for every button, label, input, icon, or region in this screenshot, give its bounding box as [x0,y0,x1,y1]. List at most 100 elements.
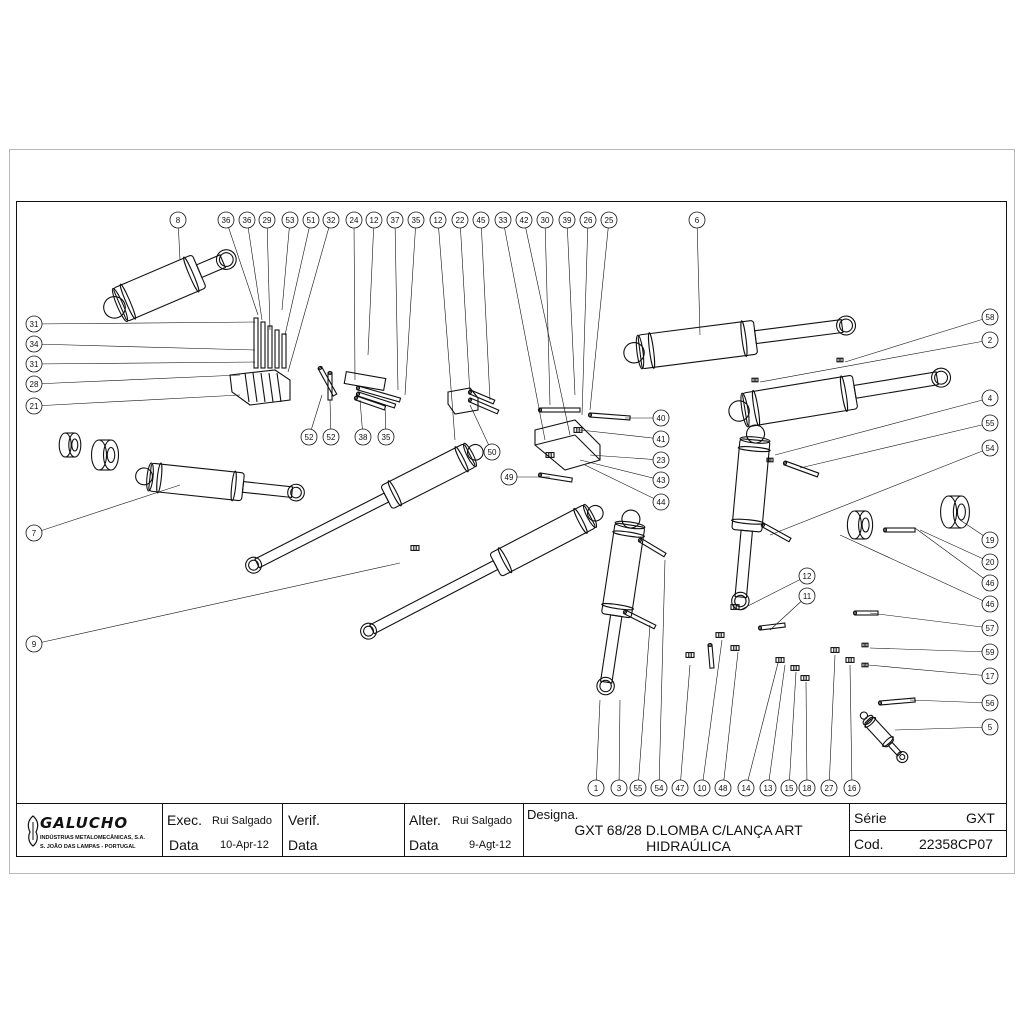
callout-12-t11: 12 [434,216,443,225]
fitting-59 [861,642,869,648]
cylinder-2 [728,367,952,428]
leader-14-b7 [745,662,779,789]
callout-43-m3: 43 [657,476,666,485]
leader-56-r12 [909,699,991,704]
callout-circle-58-r0 [981,308,999,326]
leader-9-l6 [33,562,401,645]
callout-41-m1: 41 [657,435,666,444]
alter-date: 9-Agt-12 [469,839,512,851]
callout-circle-54-r4 [981,439,999,457]
leader-41-m1 [579,429,662,440]
leader-43-m3 [579,459,662,481]
callout-circle-27-b11 [820,779,838,797]
leader-25-t19 [589,219,610,411]
fitting-47 [685,652,695,658]
fitting-2 [751,377,759,383]
leader-36-t2 [246,219,263,321]
parts-drawing [58,249,970,764]
lamp-left-b [58,432,82,458]
callout-35-t10: 35 [412,216,421,225]
fitting-27 [830,647,840,653]
leader-33-t14 [502,219,546,441]
leader-4-r2 [774,397,991,456]
pin-48 [757,622,786,631]
leader-58-r0 [844,316,991,363]
valve-24 [343,370,387,392]
leader-28-l3 [33,374,241,385]
callout-9-l6: 9 [32,640,37,649]
callout-58-r0: 58 [986,313,995,322]
callout-circle-6-t20 [688,211,706,229]
callout-40-m0: 40 [657,414,666,423]
callout-circle-45-t13 [472,211,490,229]
callout-17-r11: 17 [986,672,995,681]
callout-circle-14-b7 [737,779,755,797]
leader-59-r10 [869,647,991,653]
logo-rooster-icon [27,815,39,847]
pin-55-lower [622,609,657,630]
leader-12-t11 [437,219,456,441]
exec-label: Exec. [167,812,203,828]
leader-55-r3 [799,422,991,469]
leader-54-b3 [658,559,666,789]
verif-label: Verif. [288,812,320,828]
title-block: GALUCHO INDÚSTRIAS METALOMECÂNICAS, S.A.… [16,803,1007,857]
callout-circle-13-b8 [759,779,777,797]
callout-15-b9: 15 [785,784,794,793]
leader-21-l4 [33,394,241,407]
callout-circle-12-m5 [798,567,816,585]
callout-circle-20-r6 [981,553,999,571]
exec-date: 10-Apr-12 [220,839,269,851]
callout-42-t15: 42 [520,216,529,225]
callout-circle-11-m6 [798,587,816,605]
callout-12-m5: 12 [803,572,812,581]
callout-39-t17: 39 [563,216,572,225]
callout-circle-37-t9 [386,211,404,229]
leader-42-t15 [523,219,571,436]
callout-circle-56-r12 [981,694,999,712]
sheet-border [9,149,1015,874]
fitting-15 [790,665,800,671]
callout-11-m6: 11 [803,592,812,601]
pin-52 [317,365,338,397]
callout-3-b1: 3 [617,784,622,793]
leader-23-m2 [589,454,662,461]
callout-circle-35-bl3 [377,428,395,446]
cylinder-1 [596,509,646,696]
callout-30-t16: 30 [541,216,550,225]
callout-circle-23-m2 [652,451,670,469]
callout-circle-9-l6 [25,635,43,653]
callout-1-b0: 1 [594,784,599,793]
callout-26-t18: 26 [584,216,593,225]
leader-35-t10 [404,219,417,396]
fitting-18 [800,675,810,681]
leader-26-t18 [581,219,589,416]
callout-49-bl5: 49 [505,473,514,482]
leader-34-l1 [33,343,256,351]
callout-circle-43-m3 [652,471,670,489]
cylinder-9-lower [360,503,604,640]
callout-18-b10: 18 [803,784,812,793]
leader-32-t6 [287,219,332,373]
pin-30 [537,407,581,413]
pin-47 [707,642,715,669]
callout-circle-40-m0 [652,409,670,427]
callout-circle-10-b5 [693,779,711,797]
alter-label: Alter. [409,812,441,828]
callout-47-b4: 47 [676,784,685,793]
callout-circle-18-b10 [798,779,816,797]
callout-circle-29-t3 [258,211,276,229]
leader-54-r4 [769,447,991,536]
callout-16-b12: 16 [848,784,857,793]
callout-57-r9: 57 [986,624,995,633]
callout-46-r7: 46 [986,579,995,588]
leader-3-b1 [618,699,621,789]
callout-circle-39-t17 [558,211,576,229]
leader-45-t13 [480,219,491,401]
callout-circle-42-t15 [515,211,533,229]
designa-label: Designa. [527,807,579,822]
leader-51-t5 [284,219,312,336]
alter-value: Rui Salgado [452,815,512,827]
pin-20 [882,527,916,533]
leader-7-l5 [33,484,181,534]
